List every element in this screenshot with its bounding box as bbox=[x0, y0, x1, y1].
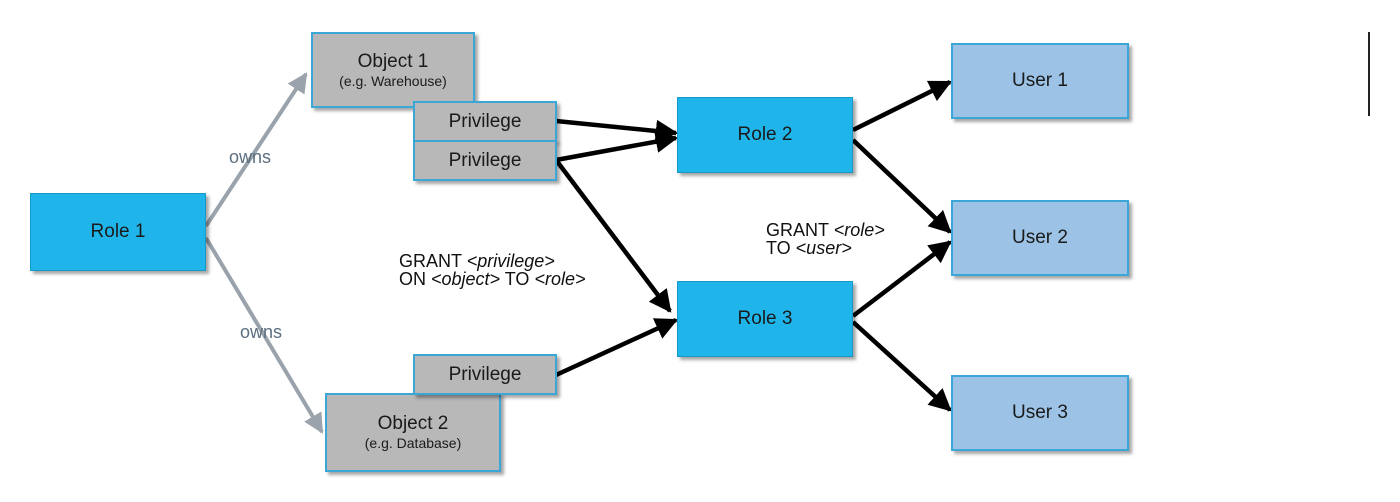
object1-node: Object 1 (e.g. Warehouse) bbox=[311, 32, 475, 108]
role3-label: Role 3 bbox=[737, 308, 793, 329]
privilege-label: Privilege bbox=[448, 149, 522, 171]
user2-node: User 2 bbox=[951, 200, 1129, 276]
grant-arrow-priv1-role2 bbox=[555, 118, 679, 143]
owns-arrow-object2 bbox=[204, 236, 324, 434]
grant-privilege-keyword: GRANT bbox=[399, 251, 467, 271]
grant-privilege-label: GRANT <privilege> ON <object> TO <role> bbox=[399, 252, 585, 288]
user2-label: User 2 bbox=[1012, 227, 1068, 248]
grant-role-placeholder: <role> bbox=[534, 269, 586, 289]
privilege-node-3: Privilege bbox=[413, 354, 557, 395]
object2-subtitle: (e.g. Database) bbox=[364, 435, 462, 452]
grant-arrow-role2-user2 bbox=[851, 138, 952, 234]
grant-role-name-placeholder: <role> bbox=[833, 220, 885, 240]
role1-node: Role 1 bbox=[30, 193, 206, 271]
privilege-node-1: Privilege bbox=[413, 101, 557, 142]
user1-label: User 1 bbox=[1012, 70, 1068, 91]
grant-object-placeholder: <object> bbox=[431, 269, 501, 289]
role2-node: Role 2 bbox=[677, 97, 853, 173]
owns-label-bottom: owns bbox=[240, 322, 283, 342]
grant-role-label: GRANT <role> TO <user> bbox=[766, 221, 885, 257]
owns-label-top: owns bbox=[229, 147, 272, 167]
privilege-label: Privilege bbox=[448, 110, 522, 132]
grant-on-keyword: ON bbox=[399, 269, 432, 289]
user3-node: User 3 bbox=[951, 375, 1129, 451]
privilege-node-2: Privilege bbox=[413, 140, 557, 181]
role2-label: Role 2 bbox=[737, 124, 793, 145]
user1-node: User 1 bbox=[951, 43, 1129, 119]
grant-arrow-role3-user3 bbox=[851, 320, 952, 412]
object2-title: Object 2 bbox=[377, 413, 449, 435]
role3-node: Role 3 bbox=[677, 281, 853, 357]
user3-label: User 3 bbox=[1012, 402, 1068, 423]
edge-divider bbox=[1368, 32, 1370, 116]
role1-label: Role 1 bbox=[90, 221, 146, 242]
object1-subtitle: (e.g. Warehouse) bbox=[339, 72, 447, 89]
grant-arrow-priv3-role3 bbox=[555, 317, 679, 378]
owns-arrow-object1 bbox=[204, 72, 308, 228]
grant-role-to-keyword: TO bbox=[766, 238, 796, 258]
grant-arrow-priv2-role3 bbox=[554, 158, 672, 313]
grant-arrow-priv2-role2 bbox=[555, 130, 679, 163]
grant-to-keyword: TO bbox=[500, 269, 535, 289]
object1-title: Object 1 bbox=[357, 50, 429, 72]
grant-privilege-placeholder: <privilege> bbox=[466, 251, 555, 271]
grant-user-placeholder: <user> bbox=[795, 238, 852, 258]
grant-arrow-role2-user1 bbox=[852, 79, 953, 133]
privilege-label: Privilege bbox=[448, 363, 522, 385]
grant-role-keyword: GRANT bbox=[766, 220, 834, 240]
object2-node: Object 2 (e.g. Database) bbox=[325, 393, 501, 472]
grant-arrow-role3-user2 bbox=[851, 240, 952, 318]
